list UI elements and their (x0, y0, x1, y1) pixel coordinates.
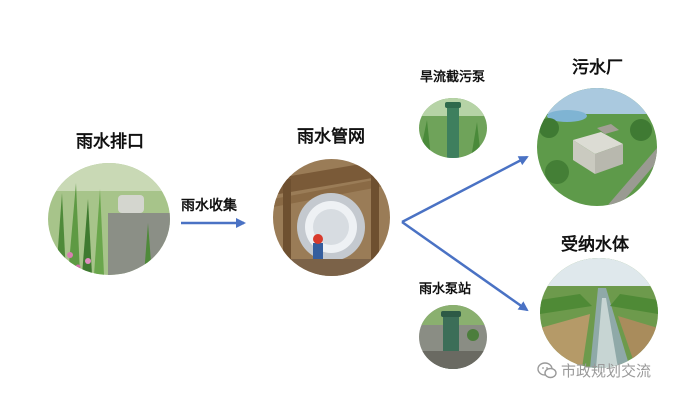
arrow-to-plant (401, 155, 529, 224)
watermark: 市政规划交流 (537, 360, 651, 381)
plant-photo (537, 88, 657, 206)
pump-station-photo (419, 305, 487, 369)
pump-label: 旱流截污泵 (420, 70, 486, 85)
network-label: 雨水管网 (297, 127, 365, 147)
water-body-photo (540, 258, 658, 368)
outfall-label: 雨水排口 (76, 132, 144, 152)
water-body-label: 受纳水体 (561, 235, 629, 255)
watermark-text: 市政规划交流 (561, 362, 652, 380)
pump-photo (419, 98, 487, 158)
plant-label: 污水厂 (572, 58, 623, 78)
outfall-photo (48, 163, 170, 275)
network-photo (273, 159, 390, 276)
wechat-icon (537, 361, 557, 380)
arrow-to-water-body (401, 220, 529, 312)
pump-station-label: 雨水泵站 (419, 282, 472, 297)
collect-label: 雨水收集 (181, 198, 237, 214)
